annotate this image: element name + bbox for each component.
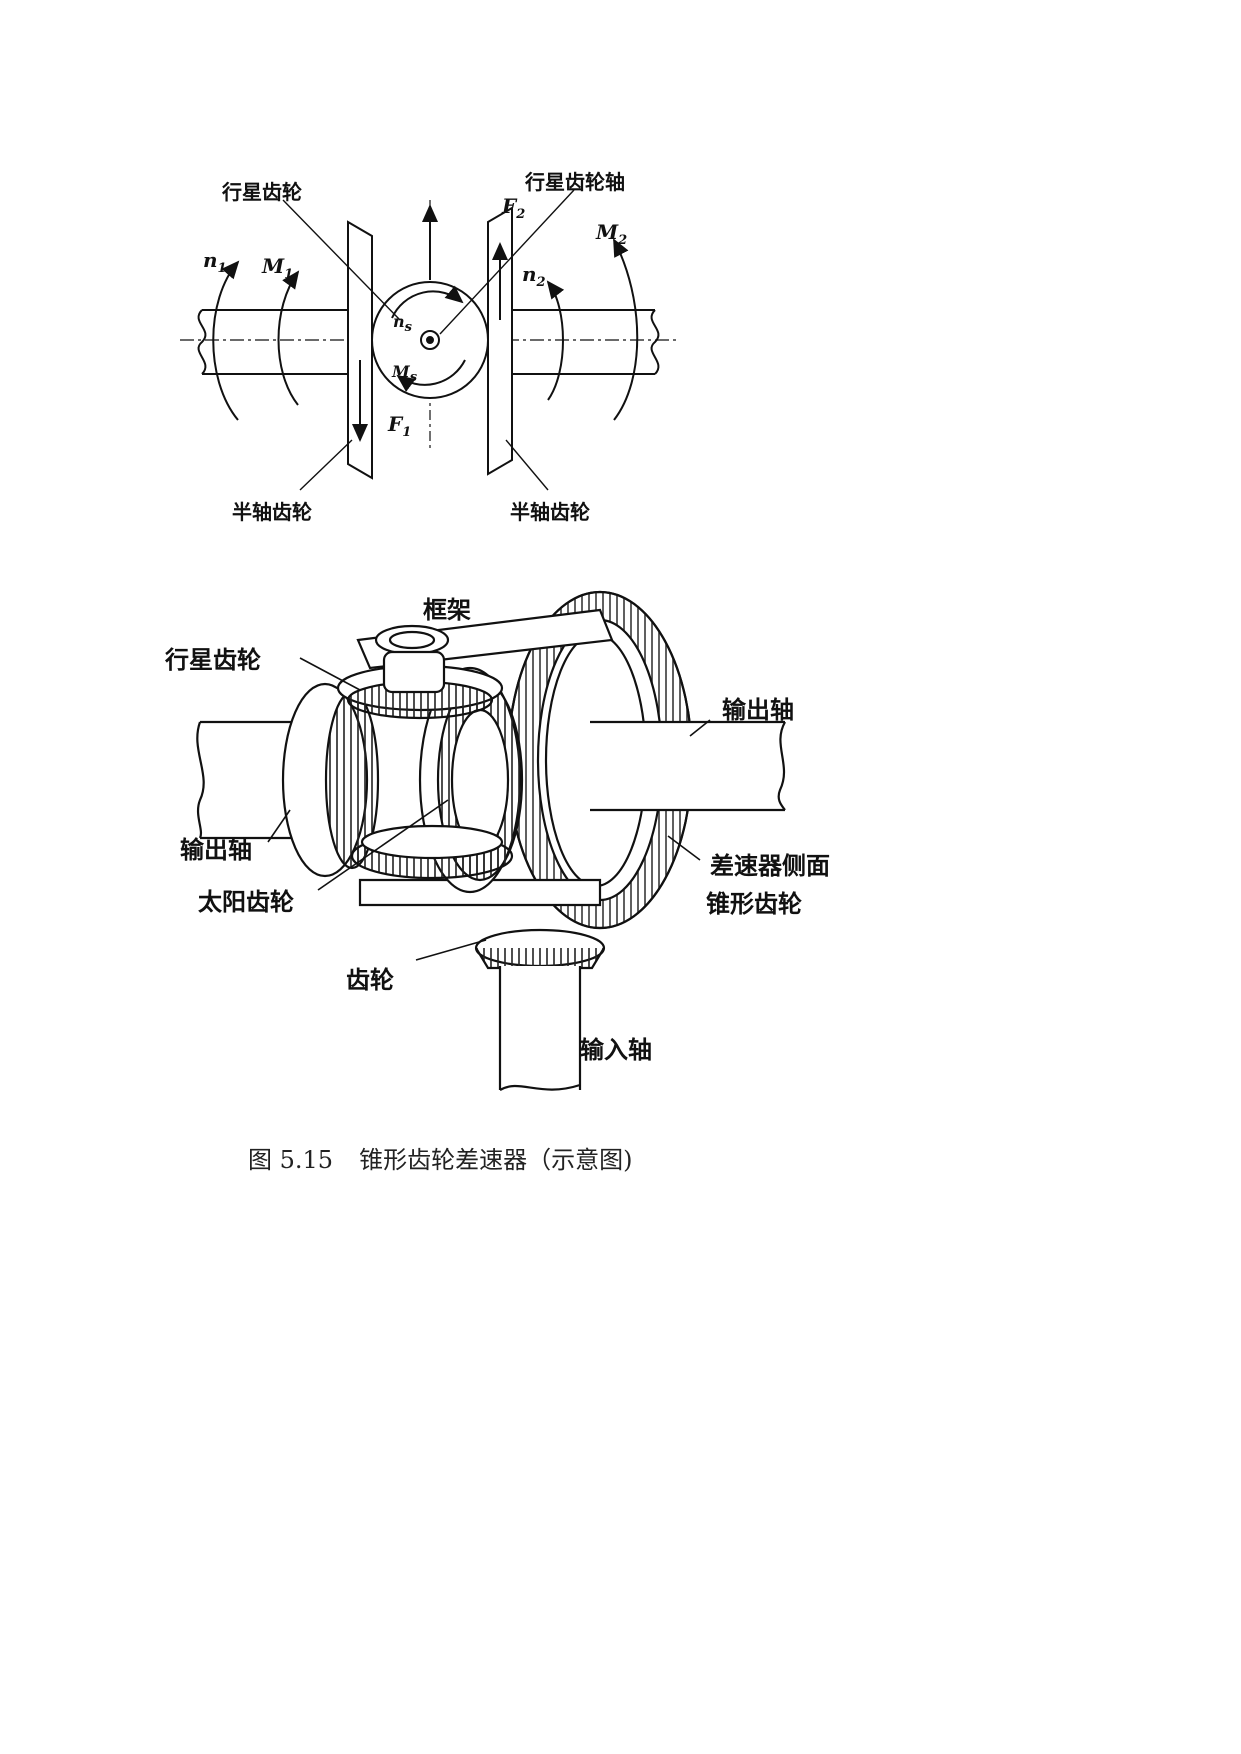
n2-rotation-arc xyxy=(546,280,565,401)
symbol-f1: F1 xyxy=(388,412,412,440)
half-shaft-gear-left-label: 半轴齿轮 xyxy=(232,500,312,524)
symbol-n1: n1 xyxy=(203,248,227,276)
figure-caption: 图 5.15 锥形齿轮差速器（示意图) xyxy=(248,1140,658,1175)
gear-label: 齿轮 xyxy=(346,966,394,994)
planet-gear-bottom xyxy=(350,824,514,880)
planet-gear-label: 行星齿轮 xyxy=(222,180,302,204)
input-shaft-label: 输入轴 xyxy=(580,1036,652,1064)
half-shaft-gear-right-label: 半轴齿轮 xyxy=(510,500,590,524)
symbol-ns: ns xyxy=(393,312,412,336)
planet-gear-label-3d: 行星齿轮 xyxy=(165,646,261,674)
figure-title: 锥形齿轮差速器（示意图) xyxy=(359,1146,633,1174)
symbol-m2: M2 xyxy=(596,220,628,248)
figure-number: 图 5.15 xyxy=(248,1146,334,1174)
side-bevel-gear-label-line2: 锥形齿轮 xyxy=(706,890,802,918)
sun-gear-label: 太阳齿轮 xyxy=(198,888,294,916)
right-half-shaft-gear xyxy=(487,206,513,476)
m2-rotation-arc xyxy=(613,238,639,421)
bevel-gear-differential-drawing xyxy=(196,590,786,1091)
sun-gear-left xyxy=(281,682,380,878)
input-shaft xyxy=(498,966,582,1091)
symbol-ms: Ms xyxy=(392,362,418,386)
frame-bottom-arm xyxy=(358,878,602,907)
right-half-shaft xyxy=(505,309,660,375)
right-output-shaft xyxy=(590,720,786,812)
m1-rotation-arc xyxy=(277,270,300,406)
top-schematic xyxy=(180,189,680,491)
planet-gear-shaft-label: 行星齿轮轴 xyxy=(525,170,625,194)
output-shaft-left-label: 输出轴 xyxy=(180,836,252,864)
output-shaft-right-label: 输出轴 xyxy=(722,696,794,724)
side-bevel-gear-label-line1: 差速器侧面 xyxy=(710,852,830,880)
symbol-f2: F2 xyxy=(502,194,526,222)
planet-gear-top xyxy=(336,650,504,720)
frame-label: 框架 xyxy=(423,596,471,624)
left-half-shaft xyxy=(197,309,355,375)
input-pinion-gear xyxy=(474,928,606,970)
n1-rotation-arc xyxy=(212,260,240,421)
symbol-n2: n2 xyxy=(522,262,546,290)
symbol-m1: M1 xyxy=(262,254,294,282)
